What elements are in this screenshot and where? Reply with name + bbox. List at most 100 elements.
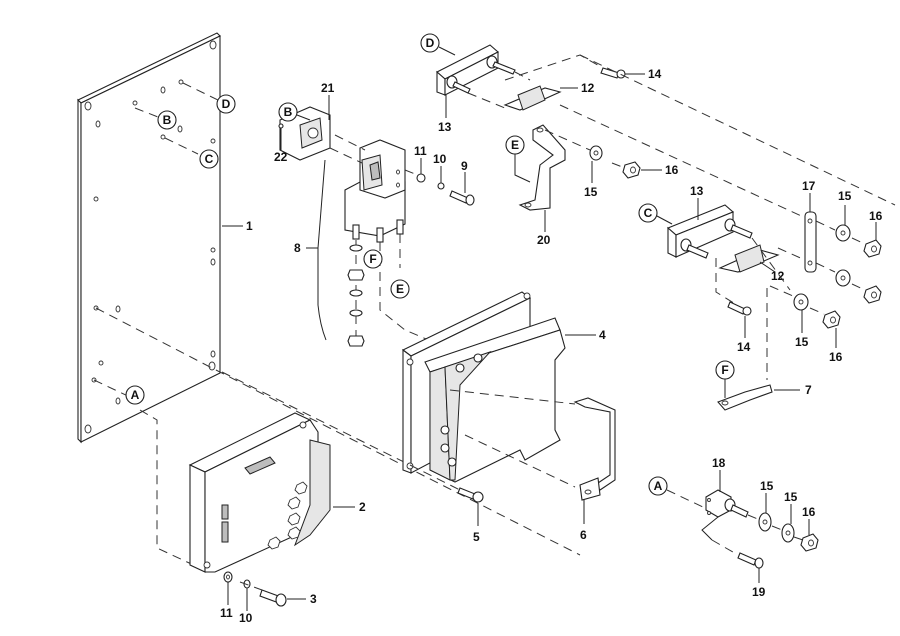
part-number-10-lower: 10 [239,611,253,625]
part-number-15-lower: 15 [795,335,809,349]
nut-16-right-upper [863,239,882,258]
ref-marker-f-jumper: F [715,360,735,380]
alignment-line-d [182,82,221,102]
part-number-20: 20 [537,233,551,247]
alignment-line-panel-controller [95,307,581,556]
washer-15-terminal-b [781,523,795,543]
part-number-19: 19 [752,585,766,599]
part-number-12-upper: 12 [581,81,595,95]
part-number-18: 18 [712,456,726,470]
jumper-strap-7 [717,384,773,411]
ref-marker-e-relay: E [390,279,410,299]
screw-9 [449,190,475,206]
part-number-13-lower: 13 [690,184,704,198]
nut-16-lower [822,310,841,329]
part-number-15-right-upper: 15 [838,189,852,203]
svg-text:E: E [396,282,404,296]
ref-marker-c-lower: C [638,203,658,223]
washer-15-right-middle [835,269,851,287]
link-bar-17 [804,211,817,273]
bracket-6 [573,397,616,501]
washer-15-lower [793,293,809,311]
part-number-15-terminal-b: 15 [784,490,798,504]
ref-marker-b-bracket: B [278,102,298,122]
svg-text:F: F [721,363,728,377]
fuse-holder-lower [666,204,753,259]
alignment-line-a-down [139,409,201,569]
part-number-14-upper: 14 [648,67,662,81]
nut-16-right-middle [863,285,882,304]
part-number-3: 3 [310,592,317,606]
part-number-11-lower: 11 [220,606,233,620]
part-number-10-upper: 10 [433,152,447,166]
screw-19 [737,552,764,569]
ref-marker-b-panel: B [157,110,177,130]
main-controller [401,291,566,483]
part-number-12-lower: 12 [771,269,785,283]
part-number-11-upper: 11 [414,144,427,158]
ref-marker-a-panel: A [125,385,145,405]
part-number-6: 6 [580,528,587,542]
part-number-15-terminal-a: 15 [760,479,774,493]
svg-text:D: D [222,97,231,111]
part-number-21: 21 [321,81,335,95]
fuse-12-lower [718,244,780,273]
ref-marker-e-bracket: E [505,135,525,155]
leader-part-8 [317,248,327,341]
motor-controller [188,412,331,573]
part-number-17: 17 [802,179,816,193]
fuse-12-upper [503,85,562,111]
svg-text:A: A [131,388,140,402]
alignment-line-c [164,137,199,155]
svg-text:C: C [205,152,214,166]
washer-11-lower [223,571,233,583]
part-number-7: 7 [805,383,812,397]
relay-hardware-stack [347,244,365,347]
screw-5 [457,487,484,503]
screw-14-lower [727,301,752,316]
ref-marker-d-upper: D [420,33,440,53]
svg-text:B: B [284,105,293,119]
part-number-9: 9 [461,159,468,173]
part-number-16-right-upper: 16 [869,209,883,223]
part-number-4: 4 [599,328,606,342]
part-number-2: 2 [359,500,366,514]
part-number-15-upper: 15 [584,185,598,199]
svg-text:E: E [511,138,519,152]
svg-text:D: D [426,36,435,50]
ref-marker-d-panel: D [216,94,236,114]
relay-contactor [344,139,406,243]
screw-14-upper [600,67,626,79]
ref-marker-a-terminal: A [648,476,668,496]
part-number-22: 22 [274,150,288,164]
washer-11-upper [416,173,426,183]
bracket-20 [518,124,566,211]
ref-marker-c-panel: C [199,149,219,169]
alignment-line-b [134,107,159,118]
nut-16-upper [622,161,641,179]
part-number-14-lower: 14 [737,340,751,354]
washer-15-terminal-a [758,512,772,532]
lock-washer-10-upper [437,182,445,190]
terminal-post-18 [705,489,749,518]
part-number-8: 8 [294,241,301,255]
part-number-16-upper: 16 [665,163,679,177]
fuse-holder-upper [436,44,516,96]
ref-marker-f-relay: F [363,249,383,269]
screw-22 [278,123,284,129]
mounting-panel [77,32,221,444]
alignment-line-to-4 [221,371,411,466]
svg-text:F: F [369,252,376,266]
screw-3 [259,589,287,607]
part-number-13-upper: 13 [438,120,452,134]
part-number-16-terminal: 16 [802,505,816,519]
part-number-1: 1 [246,219,253,233]
nut-16-terminal [800,533,819,552]
part-number-16-lower: 16 [829,350,843,364]
part-number-5: 5 [473,530,480,544]
svg-text:B: B [163,113,172,127]
svg-text:A: A [654,479,663,493]
alignment-line-panel-controller-lower [93,379,131,398]
svg-text:C: C [644,206,653,220]
